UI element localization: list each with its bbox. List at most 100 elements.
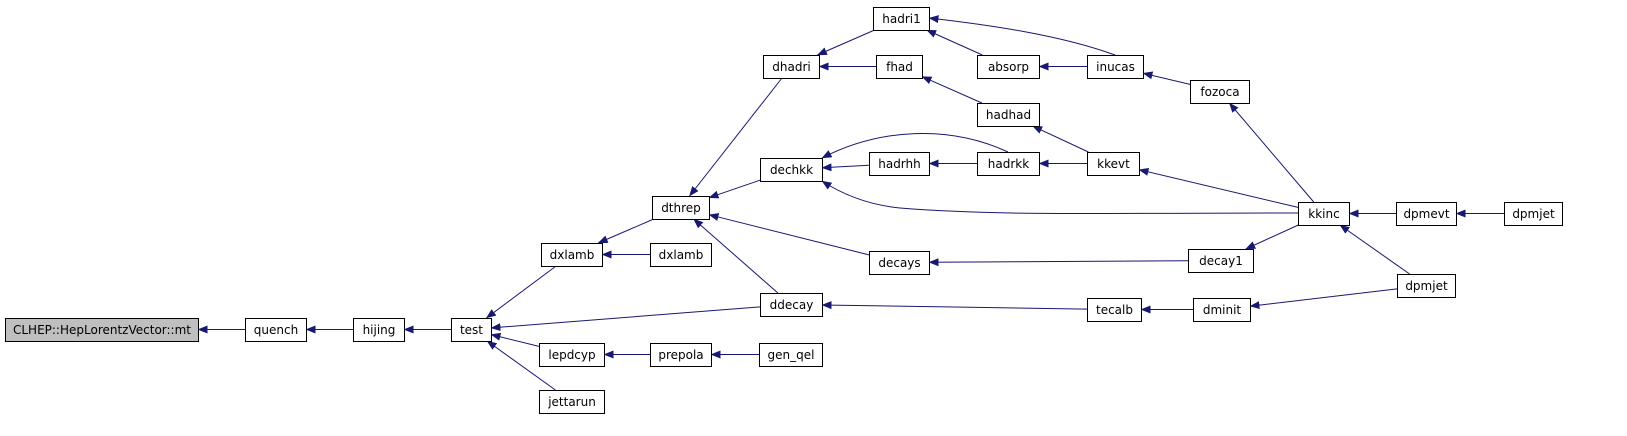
node-box	[873, 7, 930, 31]
node-label: hadhad	[986, 108, 1031, 122]
node-label: fhad	[886, 60, 913, 74]
node-prepola[interactable]: prepola	[650, 343, 712, 367]
node-dxlamb1[interactable]: dxlamb	[541, 243, 603, 267]
node-label: decays	[878, 256, 920, 270]
node-label: dechkk	[770, 163, 813, 177]
node-label: dhadri	[772, 60, 810, 74]
node-kkinc[interactable]: kkinc	[1298, 202, 1350, 226]
edge-hadri1-to-dhadri	[816, 29, 875, 56]
node-box	[353, 318, 405, 342]
edge-decays-to-dthrep	[708, 213, 870, 256]
node-label: lepdcyp	[548, 348, 595, 362]
node-hijing[interactable]: hijing	[353, 318, 405, 342]
node-decays[interactable]: decays	[869, 251, 930, 275]
node-hadrkk[interactable]: hadrkk	[977, 152, 1040, 176]
node-label: dpmjet	[1405, 279, 1448, 293]
edge-kkinc-to-decay1	[1245, 224, 1299, 250]
node-decay1[interactable]: decay1	[1188, 249, 1254, 273]
node-dhadri[interactable]: dhadri	[763, 55, 820, 79]
edge-decay1-to-decays	[928, 258, 1189, 267]
node-dthrep[interactable]: dthrep	[652, 196, 710, 220]
node-test[interactable]: test	[451, 318, 492, 342]
node-label: dpmevt	[1403, 207, 1449, 221]
node-box	[1397, 274, 1456, 298]
node-quench[interactable]: quench	[245, 318, 307, 342]
edge-tecalb-to-ddecay	[821, 301, 1088, 310]
node-label: kkevt	[1097, 157, 1130, 171]
edge-kkinc-to-kkevt	[1138, 167, 1299, 208]
node-gen_qel[interactable]: gen_qel	[759, 343, 823, 367]
node-dminit[interactable]: dminit	[1193, 298, 1251, 322]
node-box	[245, 318, 307, 342]
node-box	[876, 55, 923, 79]
node-kkevt[interactable]: kkevt	[1087, 152, 1140, 176]
edge-hadhad-to-fhad	[921, 76, 983, 104]
node-label: gen_qel	[768, 348, 815, 362]
node-mt[interactable]: CLHEP::HepLorentzVector::mt	[5, 318, 199, 342]
node-dpmevt[interactable]: dpmevt	[1396, 202, 1457, 226]
node-tecalb[interactable]: tecalb	[1087, 298, 1142, 322]
node-box	[539, 343, 605, 367]
edge-dthrep-to-dxlamb1	[597, 218, 654, 244]
node-label: CLHEP::HepLorentzVector::mt	[13, 323, 191, 337]
node-jettarun[interactable]: jettarun	[539, 390, 605, 414]
node-fozoca[interactable]: fozoca	[1190, 80, 1250, 104]
node-lepdcyp[interactable]: lepdcyp	[539, 343, 605, 367]
node-box	[539, 390, 605, 414]
nodes-layer: CLHEP::HepLorentzVector::mt quench hijing t…	[5, 7, 1563, 414]
node-hadhad[interactable]: hadhad	[977, 103, 1040, 127]
node-label: fozoca	[1200, 85, 1239, 99]
node-fhad[interactable]: fhad	[876, 55, 923, 79]
node-box	[541, 243, 603, 267]
node-label: quench	[254, 323, 298, 337]
node-dechkk[interactable]: dechkk	[760, 158, 823, 182]
edge-kkinc-to-fozoca	[1228, 102, 1315, 203]
node-label: hadrhh	[878, 157, 921, 171]
node-inucas[interactable]: inucas	[1087, 55, 1144, 79]
node-label: kkinc	[1308, 207, 1339, 221]
node-dpmjet1[interactable]: dpmjet	[1504, 202, 1563, 226]
node-box	[1396, 202, 1457, 226]
node-box	[1087, 298, 1142, 322]
node-label: dxlamb	[550, 248, 595, 262]
node-box	[1188, 249, 1254, 273]
node-box	[977, 55, 1040, 79]
node-box	[650, 243, 712, 267]
node-box	[759, 343, 823, 367]
node-box	[869, 251, 930, 275]
node-absorp[interactable]: absorp	[977, 55, 1040, 79]
node-hadri1[interactable]: hadri1	[873, 7, 930, 31]
node-box	[1193, 298, 1251, 322]
edge-dpmjet2-to-dminit	[1249, 288, 1398, 310]
node-label: decay1	[1199, 254, 1243, 268]
edge-ddecay-to-test	[490, 306, 761, 332]
node-dxlamb2[interactable]: dxlamb	[650, 243, 712, 267]
edge-kkevt-to-hadhad	[1032, 125, 1089, 153]
node-box	[760, 293, 823, 317]
node-box	[1504, 202, 1563, 226]
node-box	[1298, 202, 1350, 226]
node-ddecay[interactable]: ddecay	[760, 293, 823, 317]
node-label: dminit	[1203, 303, 1242, 317]
node-label: prepola	[658, 348, 703, 362]
node-label: hadri1	[882, 12, 920, 26]
node-box	[5, 318, 199, 342]
edge-dechkk-to-dthrep	[708, 179, 761, 199]
node-label: ddecay	[770, 298, 814, 312]
edge-kkinc-to-dechkk	[821, 180, 1299, 215]
node-box	[1190, 80, 1250, 104]
edge-inucas-to-hadri1	[928, 15, 1116, 56]
node-dpmjet2[interactable]: dpmjet	[1397, 274, 1456, 298]
edge-hadrhh-to-dechkk	[821, 163, 870, 172]
node-label: dxlamb	[659, 248, 704, 262]
edge-hadrkk-to-dechkk	[821, 132, 1009, 159]
node-label: jettarun	[547, 395, 596, 409]
node-label: dthrep	[661, 201, 701, 215]
node-hadrhh[interactable]: hadrhh	[869, 152, 930, 176]
node-label: tecalb	[1096, 303, 1133, 317]
node-box	[977, 152, 1040, 176]
node-box	[763, 55, 820, 79]
node-box	[760, 158, 823, 182]
node-box	[451, 318, 492, 342]
